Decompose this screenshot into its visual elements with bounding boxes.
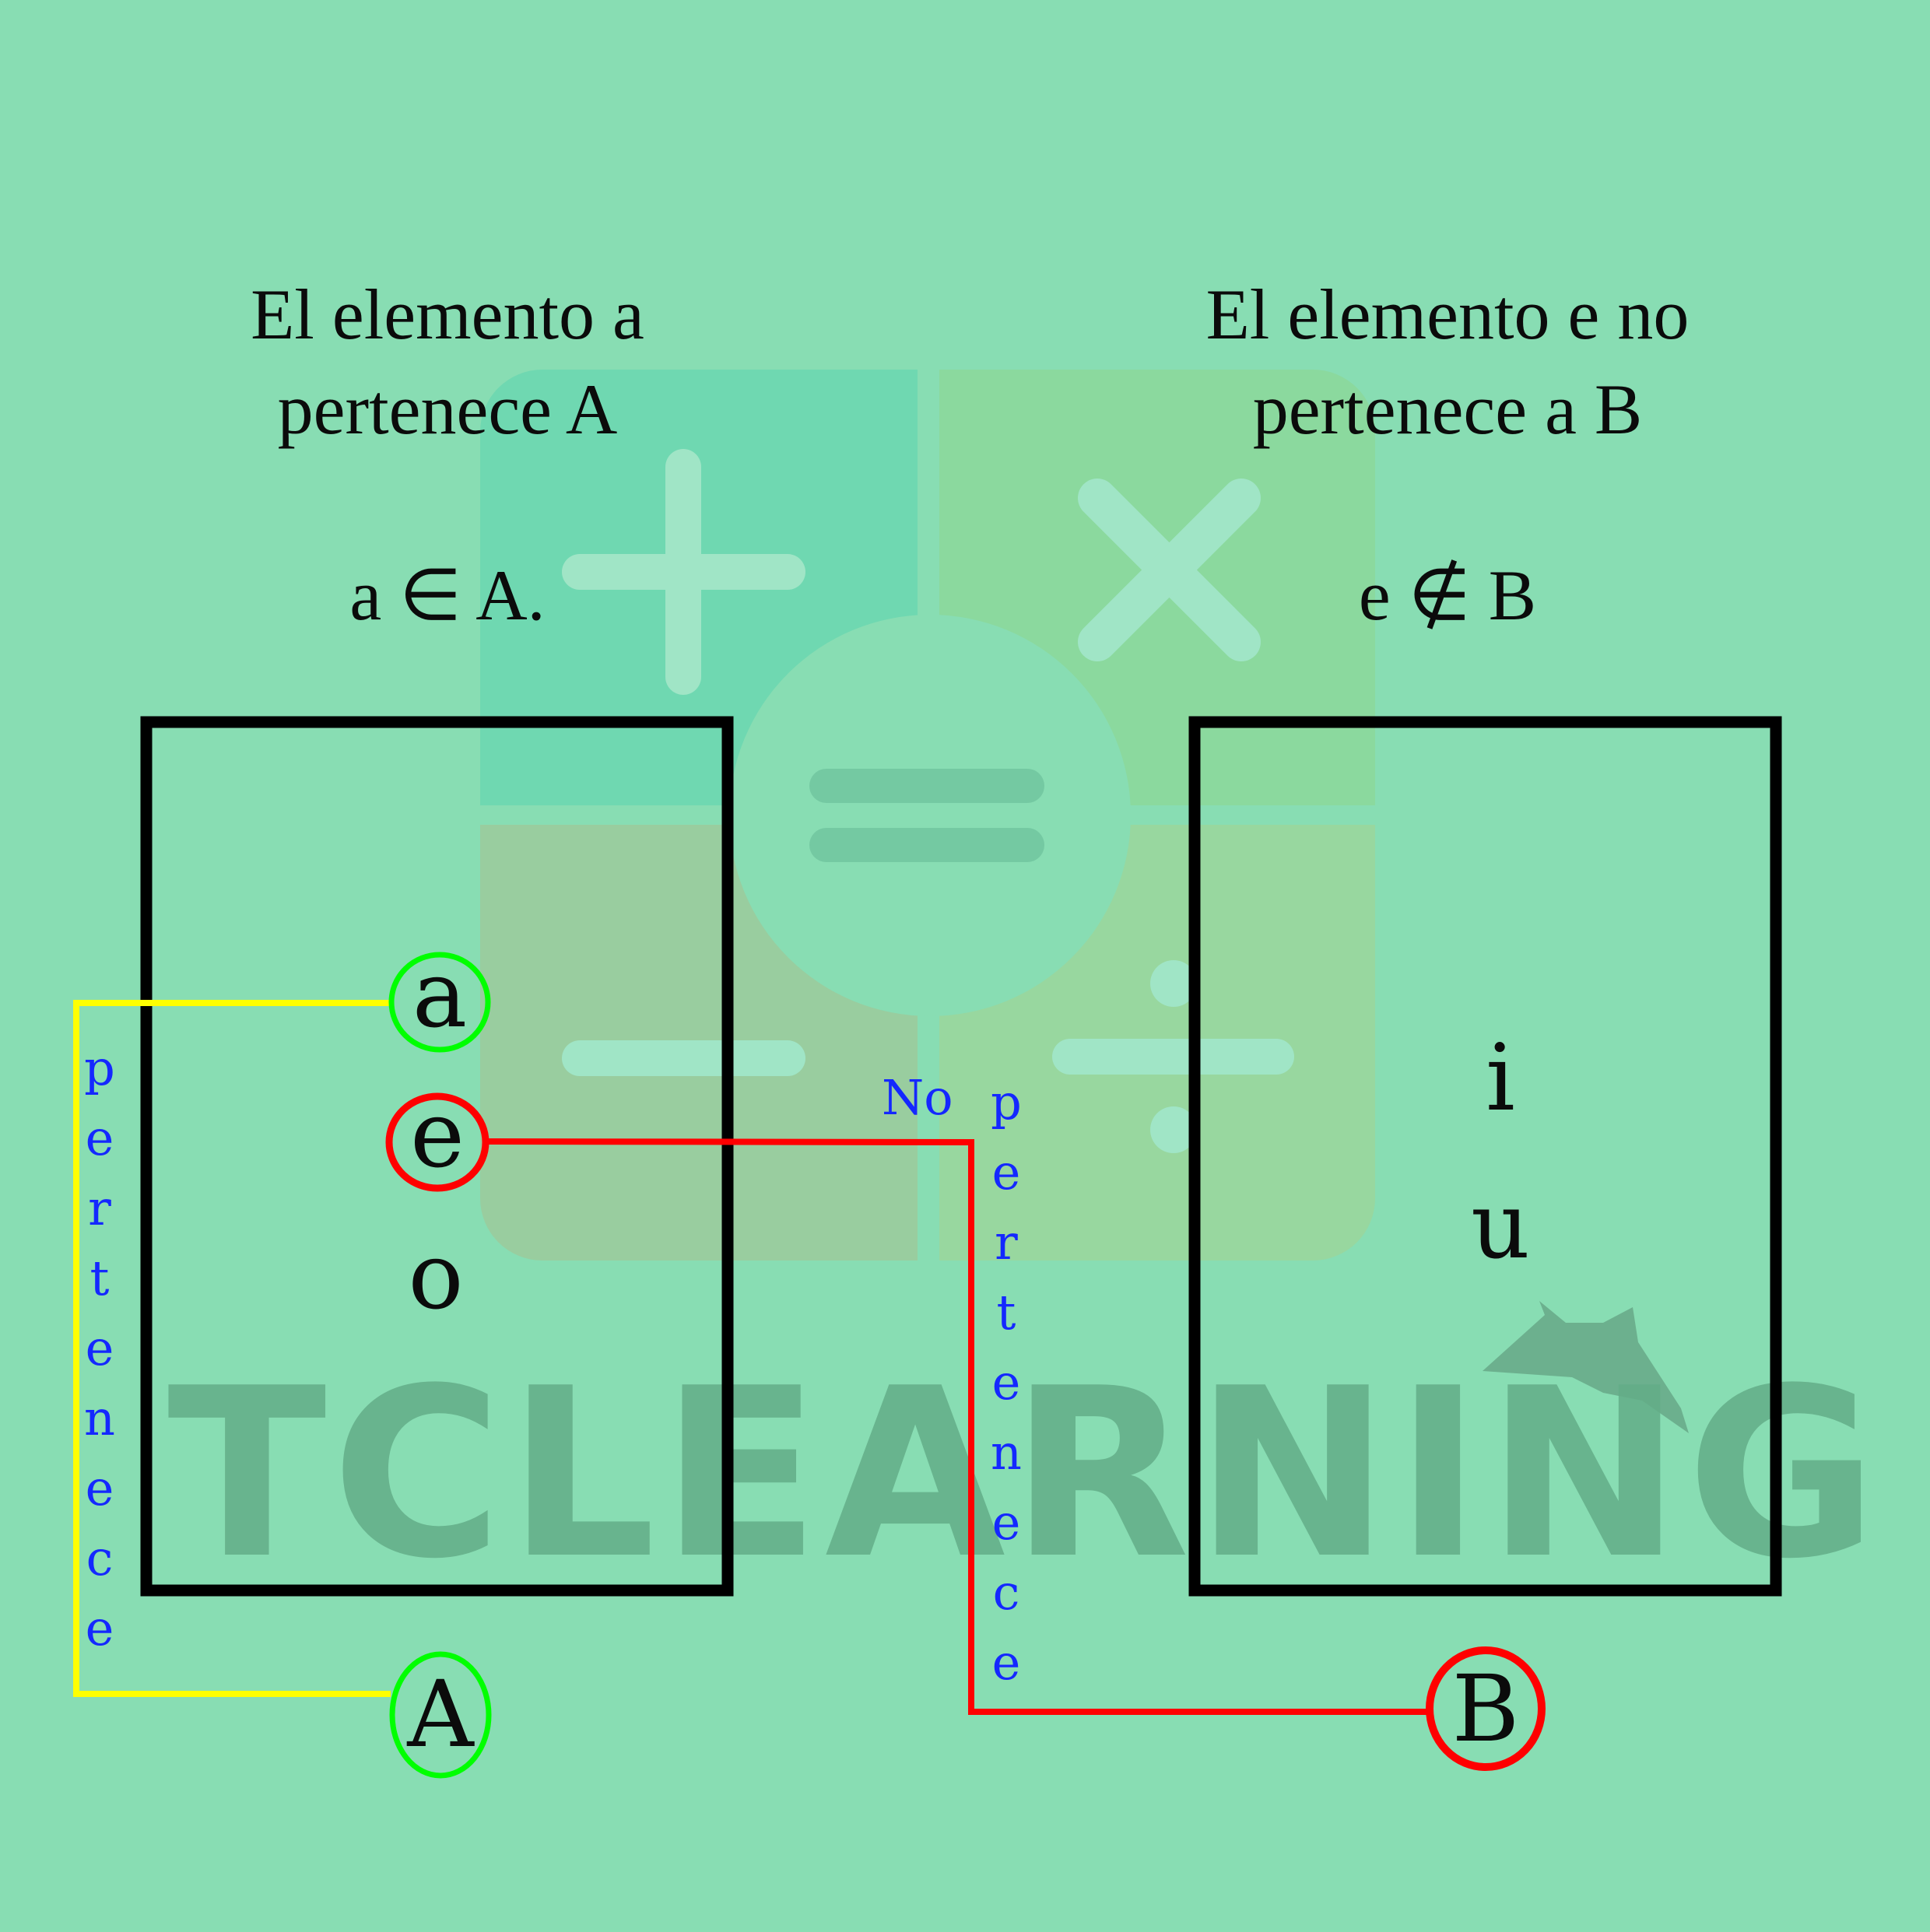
set-a-box — [140, 716, 734, 1597]
times-icon — [1078, 479, 1261, 661]
set-a-circle — [389, 1651, 492, 1779]
member-relation-letter: e — [85, 1110, 114, 1166]
set-b-box — [1188, 716, 1782, 1597]
set-b-element-u: u — [1471, 1172, 1530, 1279]
membership-formula: a ∈ A. — [349, 556, 546, 635]
non-member-relation-letter: r — [995, 1214, 1018, 1271]
non-member-relation-letter: p — [991, 1074, 1022, 1131]
right-heading: El elemento e no pertenece a B — [1132, 267, 1763, 457]
non-member-relation-letter: t — [996, 1284, 1016, 1341]
non-member-relation-letter: c — [992, 1564, 1020, 1621]
plus-icon — [562, 449, 805, 695]
left-heading: El elemento a pertenece A — [152, 267, 743, 457]
non-member-relation-letter: e — [991, 1354, 1021, 1411]
member-relation-letter: e — [85, 1600, 114, 1657]
non-membership-formula: e ∉ B — [1358, 556, 1537, 635]
logo-center-circle — [729, 615, 1131, 1016]
right-heading-line2: pertenece a B — [1252, 370, 1643, 449]
non-member-relation-letter: n — [991, 1424, 1022, 1481]
divide-icon — [1052, 960, 1294, 1153]
non-member-link-line — [486, 1138, 1428, 1715]
crown-icon — [1483, 1301, 1689, 1433]
non-member-relation-letter: e — [991, 1144, 1021, 1201]
element-e-circle — [385, 1092, 490, 1192]
right-heading-line1: El elemento e no — [1205, 275, 1690, 354]
set-a-name: A — [407, 1660, 474, 1768]
member-relation-letter: c — [86, 1530, 114, 1587]
set-b-circle — [1426, 1646, 1546, 1771]
member-relation-letter: t — [89, 1250, 110, 1306]
member-relation-letter: e — [85, 1460, 114, 1516]
member-relation-letter: p — [84, 1040, 115, 1096]
left-heading-line2: pertenece A — [277, 370, 618, 449]
element-a-circle — [388, 952, 491, 1053]
set-a-element-e: e — [410, 1081, 465, 1188]
set-b-element-i: i — [1486, 1024, 1515, 1131]
member-relation-letter: e — [85, 1320, 114, 1376]
non-member-relation-letter: e — [991, 1634, 1021, 1691]
non-member-prefix-label: No — [882, 1069, 953, 1126]
equals-icon — [809, 769, 1044, 862]
member-link-line — [73, 1000, 391, 1697]
member-relation-letter: n — [84, 1390, 115, 1446]
non-member-relation-letter: e — [991, 1494, 1021, 1551]
left-heading-line1: El elemento a — [251, 275, 644, 354]
set-a-element-a: a — [412, 941, 468, 1048]
set-b-name: B — [1451, 1655, 1520, 1762]
member-relation-letter: r — [88, 1180, 111, 1236]
watermark-text: TCLEARNING — [167, 1338, 1883, 1610]
set-a-element-o: o — [408, 1222, 464, 1330]
